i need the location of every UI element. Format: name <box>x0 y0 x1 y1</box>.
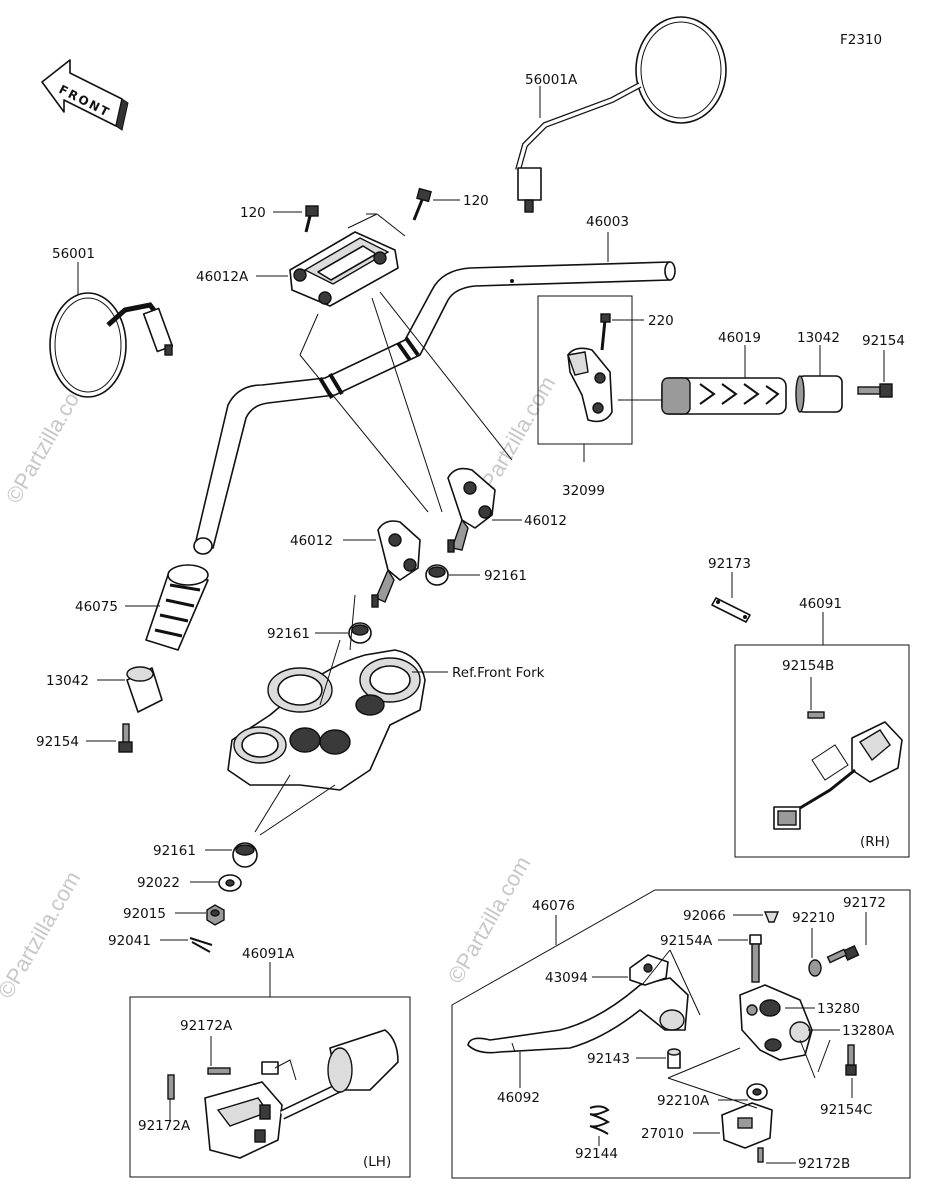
label-46003: 46003 <box>586 214 629 230</box>
bar-end-weight-left <box>126 666 163 713</box>
mirror-left <box>49 292 174 398</box>
clutch-lever <box>467 977 689 1054</box>
cap-92066 <box>763 911 780 923</box>
upper-clamp <box>289 231 399 307</box>
cotter-pin-92041 <box>189 937 213 953</box>
watermark-lower-center: ©Partzilla.com <box>443 852 536 988</box>
label-92144: 92144 <box>575 1146 618 1162</box>
figure-code: F2310 <box>840 32 882 48</box>
label-46019: 46019 <box>718 330 761 346</box>
lever-holder <box>739 984 813 1061</box>
label-92154B: 92154B <box>782 658 834 674</box>
label-92015: 92015 <box>123 906 166 922</box>
front-arrow-icon: FRONT <box>41 59 129 131</box>
label-92172A-lower: 92172A <box>138 1118 191 1134</box>
label-56001: 56001 <box>52 246 95 262</box>
label-92154-left: 92154 <box>36 734 79 750</box>
label-13280: 13280 <box>817 1001 860 1017</box>
screw-92154-left <box>118 723 133 753</box>
bolt-92154C <box>845 1044 857 1076</box>
label-92172: 92172 <box>843 895 886 911</box>
plate-43094 <box>629 954 669 986</box>
label-120-right: 120 <box>463 193 489 209</box>
label-92210: 92210 <box>792 910 835 926</box>
label-56001A: 56001A <box>525 72 578 88</box>
rubber-92161-lower <box>232 842 258 868</box>
fork-upper-bracket <box>227 649 426 791</box>
washer-92210 <box>808 959 822 977</box>
label-46091: 46091 <box>799 596 842 612</box>
rh-switch-box <box>734 644 910 858</box>
label-92161-left: 92161 <box>267 626 310 642</box>
label-92022: 92022 <box>137 875 180 891</box>
rh-switch <box>773 711 903 830</box>
spring-92144 <box>589 1105 610 1135</box>
label-13042-left: 13042 <box>46 673 89 689</box>
label-92172A-upper: 92172A <box>180 1018 233 1034</box>
label-92210A: 92210A <box>657 1093 710 1109</box>
label-220: 220 <box>648 313 674 329</box>
label-ref-front-fork: Ref.Front Fork <box>452 665 545 681</box>
rubber-92161-right <box>425 564 449 586</box>
lh-switch <box>167 1029 399 1159</box>
label-92041: 92041 <box>108 933 151 949</box>
label-120-left: 120 <box>240 205 266 221</box>
rh-tag: (RH) <box>860 834 890 850</box>
label-46075: 46075 <box>75 599 118 615</box>
label-46076: 46076 <box>532 898 575 914</box>
label-27010: 27010 <box>641 1126 684 1142</box>
label-46012-right: 46012 <box>524 513 567 529</box>
label-92161-right: 92161 <box>484 568 527 584</box>
bolt-92172 <box>826 945 860 964</box>
label-92154A: 92154A <box>660 933 713 949</box>
label-92143: 92143 <box>587 1051 630 1067</box>
nut-92210A <box>746 1083 768 1101</box>
nut-92015 <box>206 904 225 926</box>
label-92161-lower: 92161 <box>153 843 196 859</box>
label-13280A: 13280A <box>842 1023 895 1039</box>
mirror-right <box>515 16 727 213</box>
holder-right <box>447 467 496 553</box>
clutch-box <box>451 889 911 1179</box>
right-grip <box>661 377 787 415</box>
watermark-lower-left: ©Partzilla.com <box>0 867 85 1003</box>
bolt-92154A <box>749 934 762 983</box>
label-46012-left: 46012 <box>290 533 333 549</box>
label-92173: 92173 <box>708 556 751 572</box>
switch-27010 <box>721 1102 773 1149</box>
label-43094: 43094 <box>545 970 588 986</box>
screw-92172B <box>757 1147 764 1163</box>
collar-92143 <box>667 1048 681 1069</box>
label-92172B: 92172B <box>798 1156 850 1172</box>
bolt-120-right <box>412 187 432 221</box>
label-46092: 46092 <box>497 1090 540 1106</box>
label-46091A: 46091A <box>242 946 295 962</box>
clip-92173 <box>711 597 751 623</box>
left-grip <box>145 564 209 651</box>
washer-92022 <box>218 874 242 892</box>
throttle-housing <box>567 313 613 423</box>
label-92066: 92066 <box>683 908 726 924</box>
screw-92154-right <box>857 383 893 398</box>
label-92154C: 92154C <box>820 1102 872 1118</box>
lh-tag: (LH) <box>363 1154 391 1170</box>
label-92154-right: 92154 <box>862 333 905 349</box>
holder-left <box>371 520 421 608</box>
throttle-box <box>537 295 633 445</box>
label-32099: 32099 <box>562 483 605 499</box>
label-13042-right: 13042 <box>797 330 840 346</box>
label-46012A: 46012A <box>196 269 249 285</box>
bar-end-weight-right <box>795 375 843 413</box>
bolt-120-left <box>304 205 319 233</box>
